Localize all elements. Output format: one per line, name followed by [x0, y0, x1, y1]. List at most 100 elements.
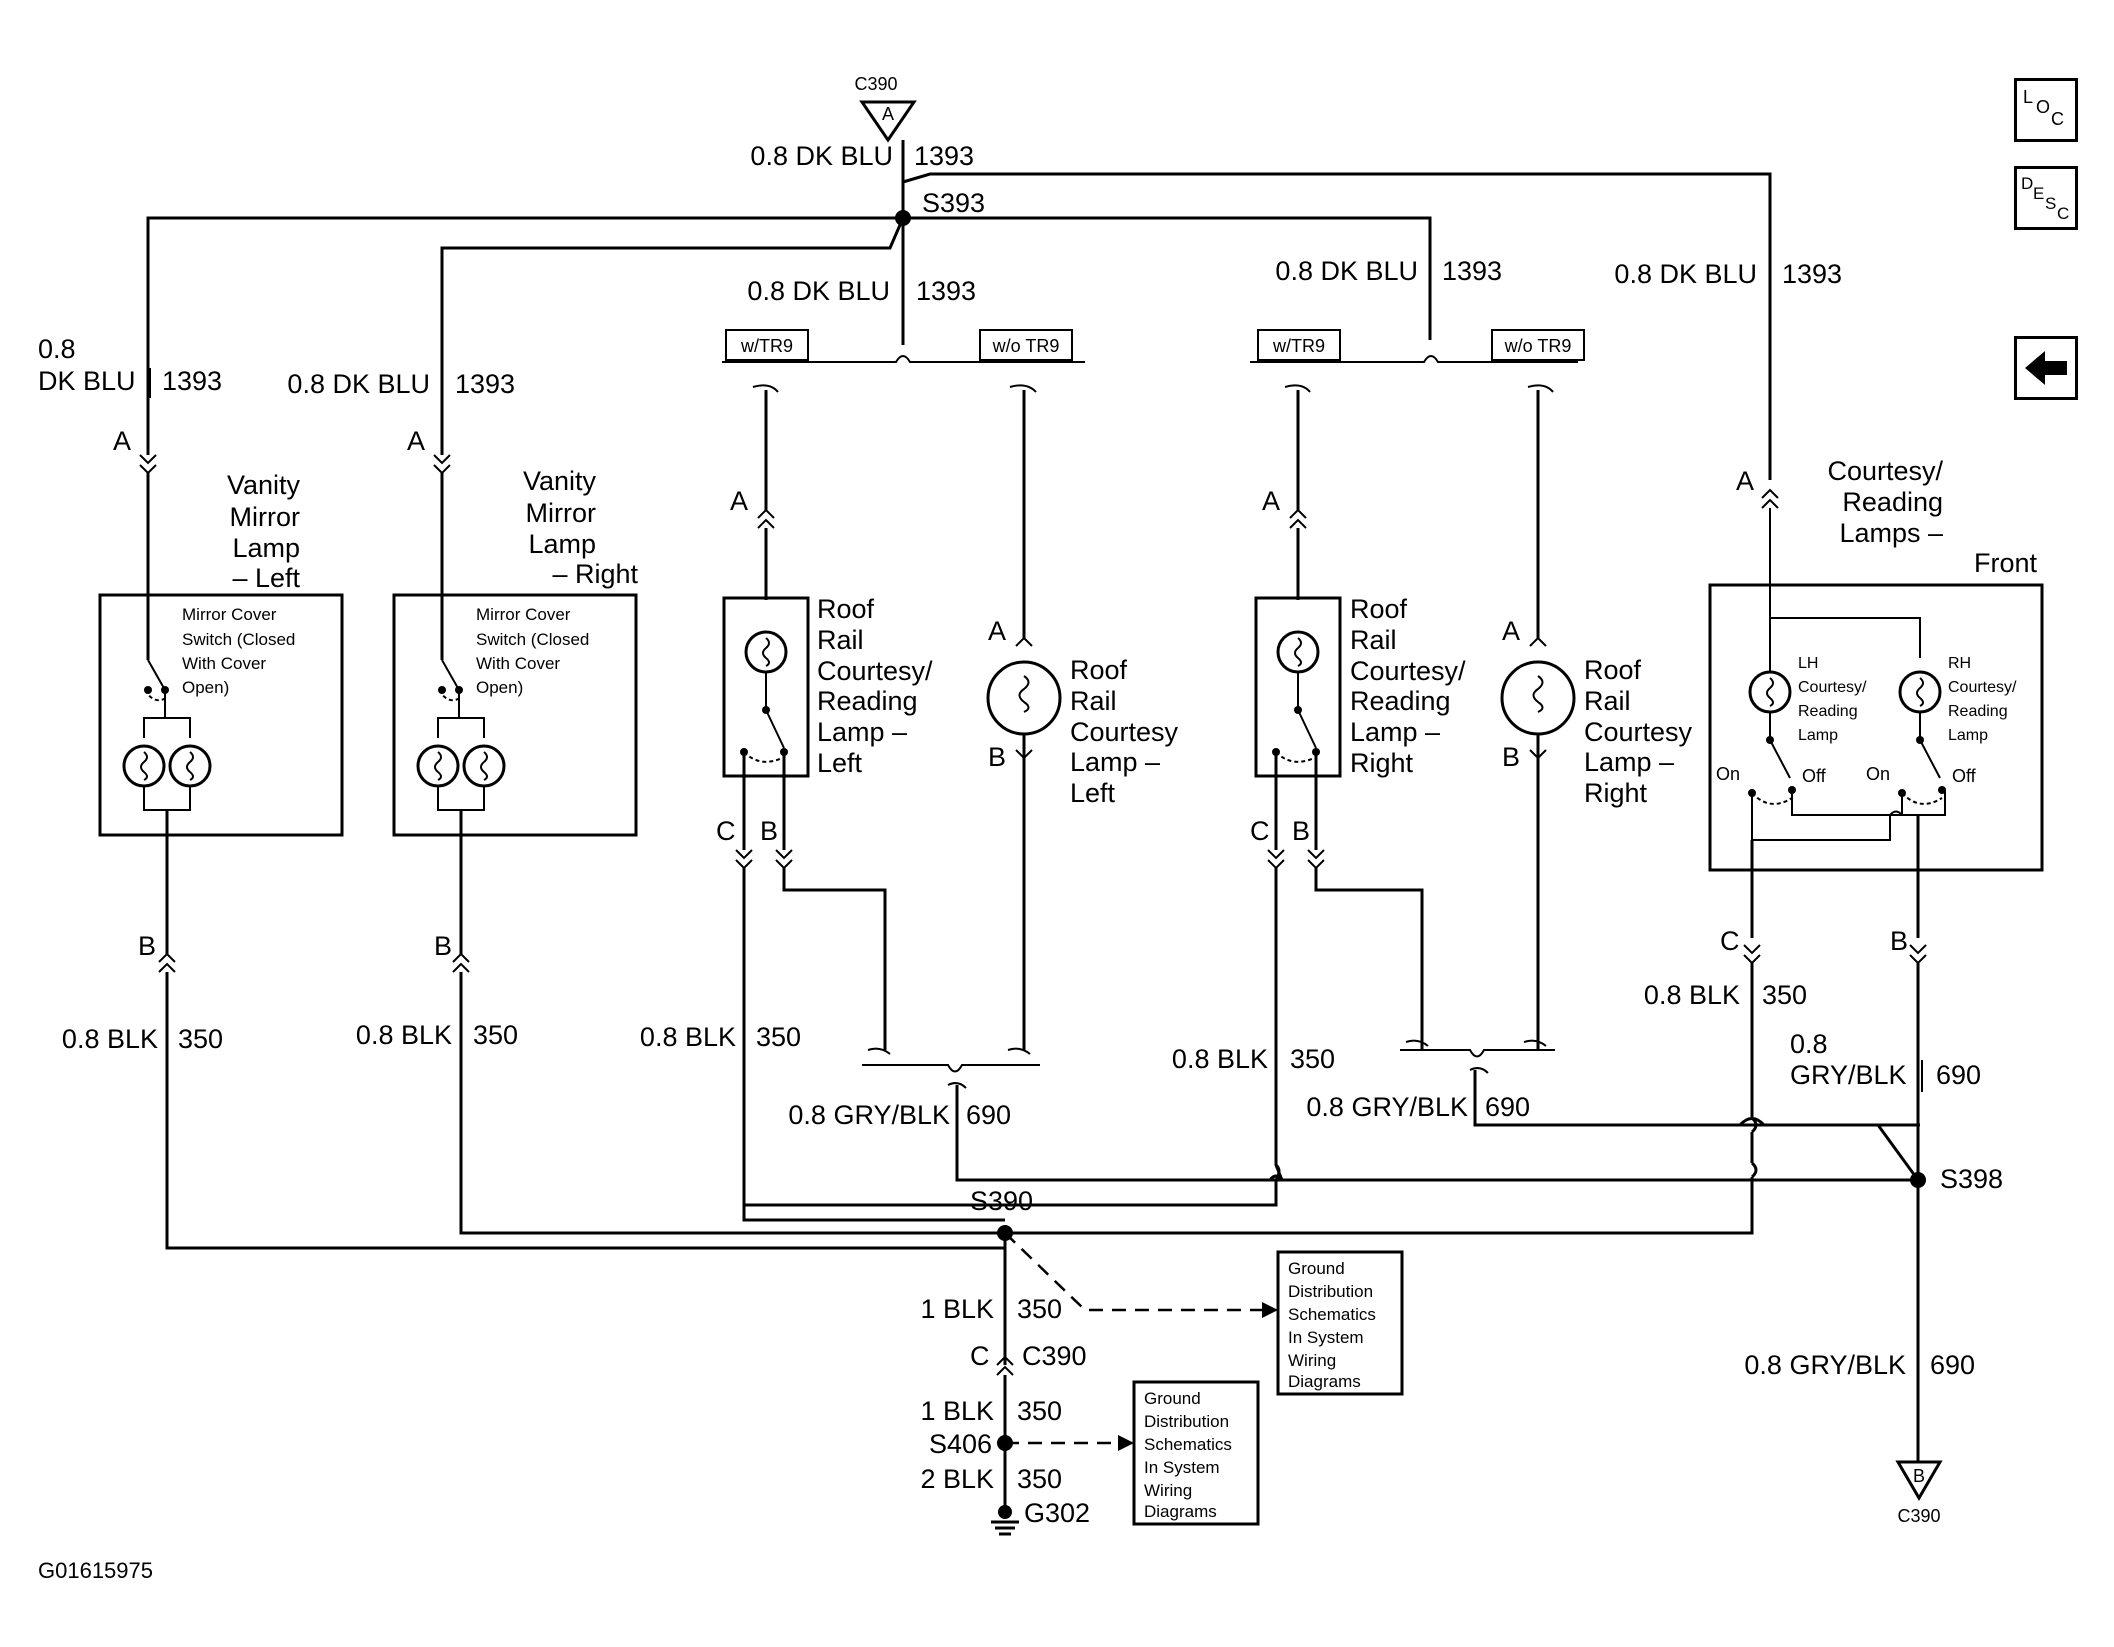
courtesy-front-pin-b: B [1890, 926, 1908, 956]
roof-rail-courtesy-lamp-left: A B Roof Rail Courtesy Lamp – Left [986, 390, 1179, 1050]
roof-courtesy-left-title-1: Roof [1070, 655, 1128, 685]
option-with-tr9-left: w/TR9 [740, 336, 793, 356]
roof-reading-right-title-2: Rail [1350, 625, 1397, 655]
lh-label-2: Courtesy/ [1798, 679, 1867, 696]
roof-reading-right-title-5: Lamp – [1350, 717, 1440, 747]
right-vanity-feed-size: 0.8 DK BLU [287, 369, 430, 399]
vanity-right-switch-1: Mirror Cover [476, 605, 571, 624]
rh-label-2: Courtesy/ [1948, 679, 2017, 696]
right-gry-size: 0.8 GRY/BLK [1306, 1092, 1468, 1122]
left-vanity-feed-size-line1: 0.8 [38, 334, 76, 364]
roof-reading-right-title-6: Right [1350, 748, 1414, 778]
ground-final-circuit: 350 [1017, 1464, 1062, 1494]
courtesy-reading-lamps-front: A Courtesy/ Reading Lamps – Front LH Cou… [1708, 456, 2044, 965]
vanity-right-title-1: Vanity [523, 466, 597, 496]
center-left-feed-size: 0.8 DK BLU [747, 276, 890, 306]
vanity-left-switch-1: Mirror Cover [182, 605, 277, 624]
bottom-gry-size: 0.8 GRY/BLK [1744, 1350, 1906, 1380]
c390-pin-c-id: C390 [1022, 1341, 1087, 1371]
courtesy-front-pin-a: A [1736, 466, 1754, 496]
option-without-tr9-left: w/o TR9 [992, 336, 1060, 356]
rh-label-4: Lamp [1948, 727, 1988, 744]
lh-label-4: Lamp [1798, 727, 1838, 744]
loc-button[interactable]: L O C [2014, 78, 2078, 142]
back-button[interactable] [2014, 336, 2078, 400]
roof-reading-right-pin-c: C [1250, 816, 1270, 846]
vanity-right-switch-3: With Cover [476, 654, 560, 673]
svg-text:D: D [2021, 174, 2033, 193]
ground-ref-upper-4: In System [1288, 1328, 1364, 1347]
vanity-left-pin-b: B [138, 931, 156, 961]
courtesy-gry-size-line1: 0.8 [1790, 1029, 1828, 1059]
center-right-feed-size: 0.8 DK BLU [1275, 256, 1418, 286]
connector-c390-bottom-id: C390 [1897, 1506, 1940, 1526]
roof-courtesy-right-title-4: Lamp – [1584, 747, 1674, 777]
option-with-tr9-right: w/TR9 [1272, 336, 1325, 356]
vanity-left-ground-circuit: 350 [178, 1024, 223, 1054]
roof-reading-left-pin-c: C [716, 816, 736, 846]
roof-reading-left-title-5: Lamp – [817, 717, 907, 747]
roof-reading-right-pin-a: A [1262, 486, 1280, 516]
roof-courtesy-left-title-2: Rail [1070, 686, 1117, 716]
option-without-tr9-right: w/o TR9 [1504, 336, 1572, 356]
left-vanity-feed-size-line2: DK BLU [38, 366, 136, 396]
vanity-mirror-lamp-right: A Vanity Mirror Lamp – Right Mirror Cove… [392, 426, 638, 973]
roof-courtesy-left-bulb-icon [986, 660, 1062, 736]
desc-icon: D E S C [2021, 174, 2069, 223]
vanity-left-title-4: – Left [232, 563, 300, 593]
ground-symbol-icon [991, 1505, 1019, 1536]
courtesy-front-title-4: Front [1974, 548, 2038, 578]
roof-reading-left-title-2: Rail [817, 625, 864, 655]
roof-left-ground-size: 0.8 BLK [640, 1022, 736, 1052]
ground-ref-upper-6: Diagrams [1288, 1372, 1361, 1391]
roof-right-ground-circuit: 350 [1290, 1044, 1335, 1074]
roof-courtesy-right-title-1: Roof [1584, 655, 1642, 685]
courtesy-front-title-1: Courtesy/ [1827, 456, 1943, 486]
roof-rail-reading-lamp-left: A Roof Rail Courtesy/ Reading Lamp – Lef… [716, 390, 933, 870]
roof-left-ground-circuit: 350 [756, 1022, 801, 1052]
ground-after-c390-circuit: 350 [1017, 1396, 1062, 1426]
ground-ref-upper-1: Ground [1288, 1259, 1345, 1278]
courtesy-front-title-2: Reading [1842, 487, 1943, 517]
vanity-right-switch-2: Switch (Closed [476, 630, 589, 649]
desc-button[interactable]: D E S C [2014, 166, 2078, 230]
ground-ref-upper-5: Wiring [1288, 1351, 1336, 1370]
option-bar-left: w/TR9 w/o TR9 [722, 329, 1085, 393]
svg-text:C: C [2057, 204, 2069, 223]
ground-ref-lower-1: Ground [1144, 1389, 1201, 1408]
vanity-left-ground-size: 0.8 BLK [62, 1024, 158, 1054]
connector-c390-top-pin: A [882, 104, 894, 124]
roof-courtesy-left-pin-a: A [988, 616, 1006, 646]
connector-c390-bottom-pin: B [1913, 1466, 1925, 1486]
center-right-feed-circuit: 1393 [1442, 256, 1502, 286]
svg-text:S: S [2045, 194, 2056, 213]
rh-label-3: Reading [1948, 703, 2008, 720]
roof-reading-left-pin-a: A [730, 486, 748, 516]
right-gry-circuit: 690 [1485, 1092, 1530, 1122]
roof-reading-left-pin-b: B [760, 816, 778, 846]
roof-courtesy-right-bulb-icon [1500, 660, 1576, 736]
center-left-feed-circuit: 1393 [916, 276, 976, 306]
vanity-left-switch-4: Open) [182, 678, 229, 697]
left-gry-size: 0.8 GRY/BLK [788, 1100, 950, 1130]
roof-courtesy-left-title-5: Left [1070, 778, 1116, 808]
roof-reading-right-pin-b: B [1292, 816, 1310, 846]
lh-label-1: LH [1798, 655, 1818, 672]
vanity-right-title-4: – Right [552, 559, 638, 589]
ground-final-size: 2 BLK [920, 1464, 994, 1494]
courtesy-ground-size: 0.8 BLK [1644, 980, 1740, 1010]
left-vanity-feed-circuit: 1393 [162, 366, 222, 396]
ground-main-circuit: 350 [1017, 1294, 1062, 1324]
roof-reading-right-title-1: Roof [1350, 594, 1408, 624]
roof-courtesy-right-pin-a: A [1502, 616, 1520, 646]
roof-reading-right-box [1254, 596, 1342, 778]
roof-rail-reading-lamp-right: A Roof Rail Courtesy/ Reading Lamp – Rig… [1250, 390, 1466, 870]
ground-ref-lower-3: Schematics [1144, 1435, 1232, 1454]
vanity-right-pin-a: A [407, 426, 425, 456]
top-feed-circuit: 1393 [914, 141, 974, 171]
svg-text:L: L [2023, 87, 2033, 107]
vanity-right-ground-size: 0.8 BLK [356, 1020, 452, 1050]
vanity-left-switch-3: With Cover [182, 654, 266, 673]
right-feed-circuit: 1393 [1782, 259, 1842, 289]
